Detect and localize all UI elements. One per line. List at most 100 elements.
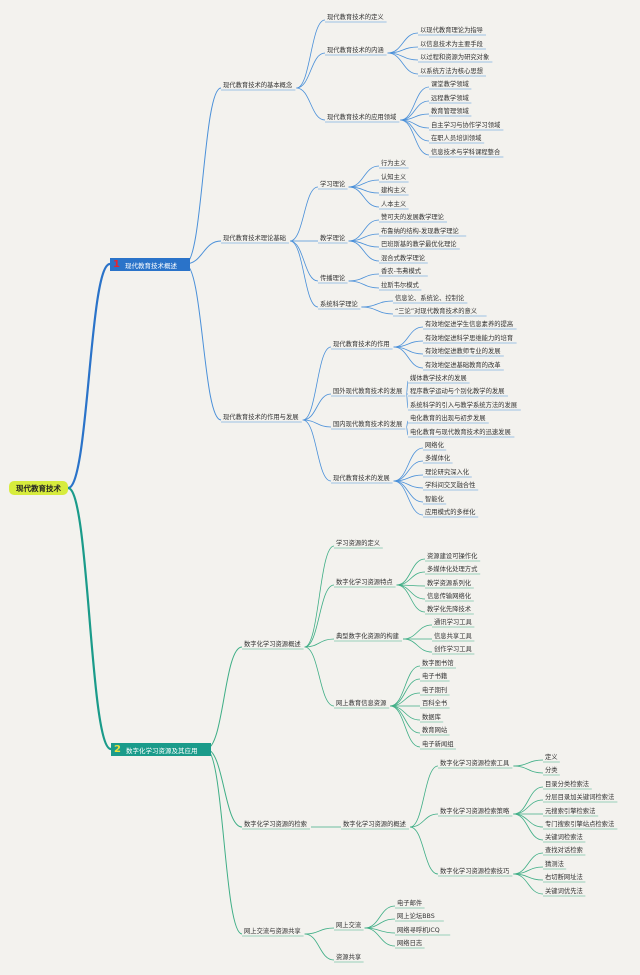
mindmap-node[interactable]: 电子邮件	[397, 900, 423, 907]
mindmap-node[interactable]: 现代教育技术的定义	[327, 14, 384, 21]
mindmap-node[interactable]: 数字化学习资源检索策略	[440, 808, 510, 815]
mindmap-node[interactable]: 传播理论	[320, 275, 346, 282]
mindmap-node[interactable]: 系统科学的引入与教学系统方法的发展	[410, 402, 518, 409]
mindmap-node[interactable]: 以信息技术为主要手段	[420, 41, 483, 48]
mindmap-node[interactable]: 典型数字化资源的构建	[336, 633, 399, 640]
mindmap-node[interactable]: 国内现代教育技术的发展	[333, 421, 403, 428]
mindmap-node[interactable]: 信息论、系统论、控制论	[395, 295, 465, 302]
mindmap-node[interactable]: 现代教育技术的作用	[333, 341, 390, 348]
mindmap-node[interactable]: 信息传输网络化	[427, 593, 472, 600]
mindmap-node[interactable]: 网络日志	[397, 940, 423, 947]
root-node[interactable]: 现代教育技术	[9, 481, 68, 495]
mindmap-node[interactable]: 多媒体化处理方式	[427, 566, 478, 573]
mindmap-node[interactable]: 百科全书	[422, 700, 448, 707]
mindmap-node[interactable]: 巴班斯基的教学最优化理论	[381, 241, 457, 248]
mindmap-node[interactable]: 数据库	[422, 714, 441, 721]
mindmap-node[interactable]: 数字化学习资源特点	[336, 579, 393, 586]
mindmap-node[interactable]: 程序教学运动与个别化教学的发展	[410, 388, 505, 395]
mindmap-node[interactable]: 电子书籍	[422, 673, 448, 680]
mindmap-node[interactable]: 通讯学习工具	[434, 619, 472, 626]
mindmap-node[interactable]: 有效地促进基础教育的改革	[425, 362, 501, 369]
mindmap-node[interactable]: 创作学习工具	[434, 646, 472, 653]
mindmap-node[interactable]: 混合式教学理论	[381, 255, 426, 262]
mindmap-node[interactable]: 电子期刊	[422, 687, 448, 694]
connector-line	[513, 759, 544, 767]
branch-node-overview[interactable]: 1 现代教育技术概述	[110, 258, 190, 271]
mindmap-node[interactable]: 应用模式的多样化	[425, 509, 476, 516]
mindmap-node[interactable]: 认知主义	[381, 174, 407, 181]
mindmap-node[interactable]: 智能化	[425, 496, 444, 503]
mindmap-node[interactable]: 现代教育技术的发展	[333, 475, 390, 482]
mindmap-node[interactable]: 网上交流与资源共享	[244, 928, 301, 935]
mindmap-node[interactable]: 数字化学习资源的概述	[343, 821, 406, 828]
mindmap-node[interactable]: 网络寻呼机ICQ	[397, 927, 440, 934]
mindmap-node[interactable]: 系统科学理论	[320, 301, 358, 308]
mindmap-node[interactable]: 教育管理领域	[431, 108, 469, 115]
mindmap-node[interactable]: 分类	[545, 767, 558, 774]
mindmap-node[interactable]: 分层目录加关键词检索法	[545, 794, 615, 801]
mindmap-node[interactable]: 猜测法	[545, 861, 564, 868]
mindmap-node[interactable]: 现代教育技术的内涵	[327, 47, 384, 54]
connector-line	[393, 346, 424, 355]
mindmap-node[interactable]: 信息技术与学科课程整合	[431, 149, 501, 156]
mindmap-node[interactable]: 电子新闻组	[422, 741, 454, 748]
mindmap-node[interactable]: 远程教学领域	[431, 95, 469, 102]
mindmap-node[interactable]: 数字化学习资源检索工具	[440, 760, 510, 767]
mindmap-node[interactable]: 在职人员培训领域	[431, 135, 482, 142]
mindmap-node[interactable]: 有效地促进教师专业的发展	[425, 348, 501, 355]
mindmap-node[interactable]: 学科间交叉融合性	[425, 482, 476, 489]
mindmap-node[interactable]: 查找对话检索	[545, 847, 583, 854]
mindmap-node[interactable]: 国外现代教育技术的发展	[333, 388, 403, 395]
mindmap-node[interactable]: 专门搜索引擎站点检索法	[545, 821, 615, 828]
mindmap-node[interactable]: “三论”对现代教育技术的意义	[395, 308, 478, 315]
mindmap-node[interactable]: 行为主义	[381, 160, 407, 167]
mindmap-node[interactable]: 元搜索引擎检索法	[545, 808, 596, 815]
mindmap-node[interactable]: 资源共享	[336, 954, 362, 961]
mindmap-node[interactable]: 赞可夫的发展教学理论	[381, 214, 444, 221]
mindmap-node[interactable]: 数字化学习资源的检索	[244, 821, 307, 828]
mindmap-node[interactable]: 电化教育与现代教育技术的迅速发展	[410, 429, 511, 436]
mindmap-node[interactable]: 媒体教学技术的发展	[410, 375, 467, 382]
mindmap-node[interactable]: 以过程和资源为研究对象	[420, 54, 490, 61]
mindmap-node[interactable]: 有效地促进科学思维能力的培育	[425, 335, 514, 342]
mindmap-node[interactable]: 布鲁纳的结构-发现教学理论	[381, 228, 459, 235]
mindmap-node[interactable]: 教育网站	[422, 727, 448, 734]
mindmap-node[interactable]: 以系统方法为核心思想	[420, 68, 483, 75]
mindmap-node[interactable]: 拉斯韦尔模式	[381, 282, 419, 289]
mindmap-node[interactable]: 自主学习与协作学习领域	[431, 122, 501, 129]
mindmap-node[interactable]: 网上教育信息资源	[336, 700, 387, 707]
mindmap-node[interactable]: 数字图书馆	[422, 660, 454, 667]
connector-line	[387, 52, 419, 61]
mindmap-node[interactable]: 香农-韦弗模式	[381, 268, 422, 275]
mindmap-node[interactable]: 目录分类检索法	[545, 781, 590, 788]
mindmap-node[interactable]: 学习资源的定义	[336, 540, 381, 547]
mindmap-node[interactable]: 以现代教育理论为指导	[420, 27, 483, 34]
mindmap-node[interactable]: 数字化学习资源检索技巧	[440, 868, 510, 875]
mindmap-node[interactable]: 有效地促进学生信息素养的提高	[425, 321, 514, 328]
mindmap-node[interactable]: 多媒体化	[425, 455, 451, 462]
mindmap-node[interactable]: 数字化学习资源概述	[244, 641, 301, 648]
mindmap-node[interactable]: 信息共享工具	[434, 633, 472, 640]
mindmap-node[interactable]: 学习理论	[320, 181, 346, 188]
mindmap-node[interactable]: 人本主义	[381, 201, 407, 208]
mindmap-node[interactable]: 关键词检索法	[545, 834, 583, 841]
mindmap-node[interactable]: 右切断网址法	[545, 874, 583, 881]
mindmap-node[interactable]: 网上交流	[336, 922, 362, 929]
mindmap-node[interactable]: 网络化	[425, 442, 444, 449]
mindmap-node[interactable]: 教学化先降技术	[427, 606, 472, 613]
mindmap-node[interactable]: 建构主义	[381, 187, 407, 194]
mindmap-node[interactable]: 教学资源系列化	[427, 580, 472, 587]
mindmap-node[interactable]: 教学理论	[320, 235, 346, 242]
mindmap-node[interactable]: 现代教育技术的基本概念	[223, 82, 293, 89]
mindmap-node[interactable]: 理论研究深入化	[425, 469, 470, 476]
mindmap-node[interactable]: 现代教育技术理论基础	[223, 235, 286, 242]
mindmap-node[interactable]: 关键词优先法	[545, 888, 583, 895]
mindmap-node[interactable]: 定义	[545, 754, 558, 761]
mindmap-node[interactable]: 课堂教学领域	[431, 81, 469, 88]
branch-node-digital-resources[interactable]: 2 数字化学习资源及其应用	[111, 743, 211, 756]
mindmap-node[interactable]: 资源建设可操作化	[427, 553, 478, 560]
mindmap-node[interactable]: 现代教育技术的作用与发展	[223, 414, 299, 421]
mindmap-node[interactable]: 电化教育的出现与初步发展	[410, 415, 486, 422]
mindmap-node[interactable]: 现代教育技术的应用领域	[327, 114, 397, 121]
mindmap-node[interactable]: 网上论坛BBS	[397, 913, 435, 920]
